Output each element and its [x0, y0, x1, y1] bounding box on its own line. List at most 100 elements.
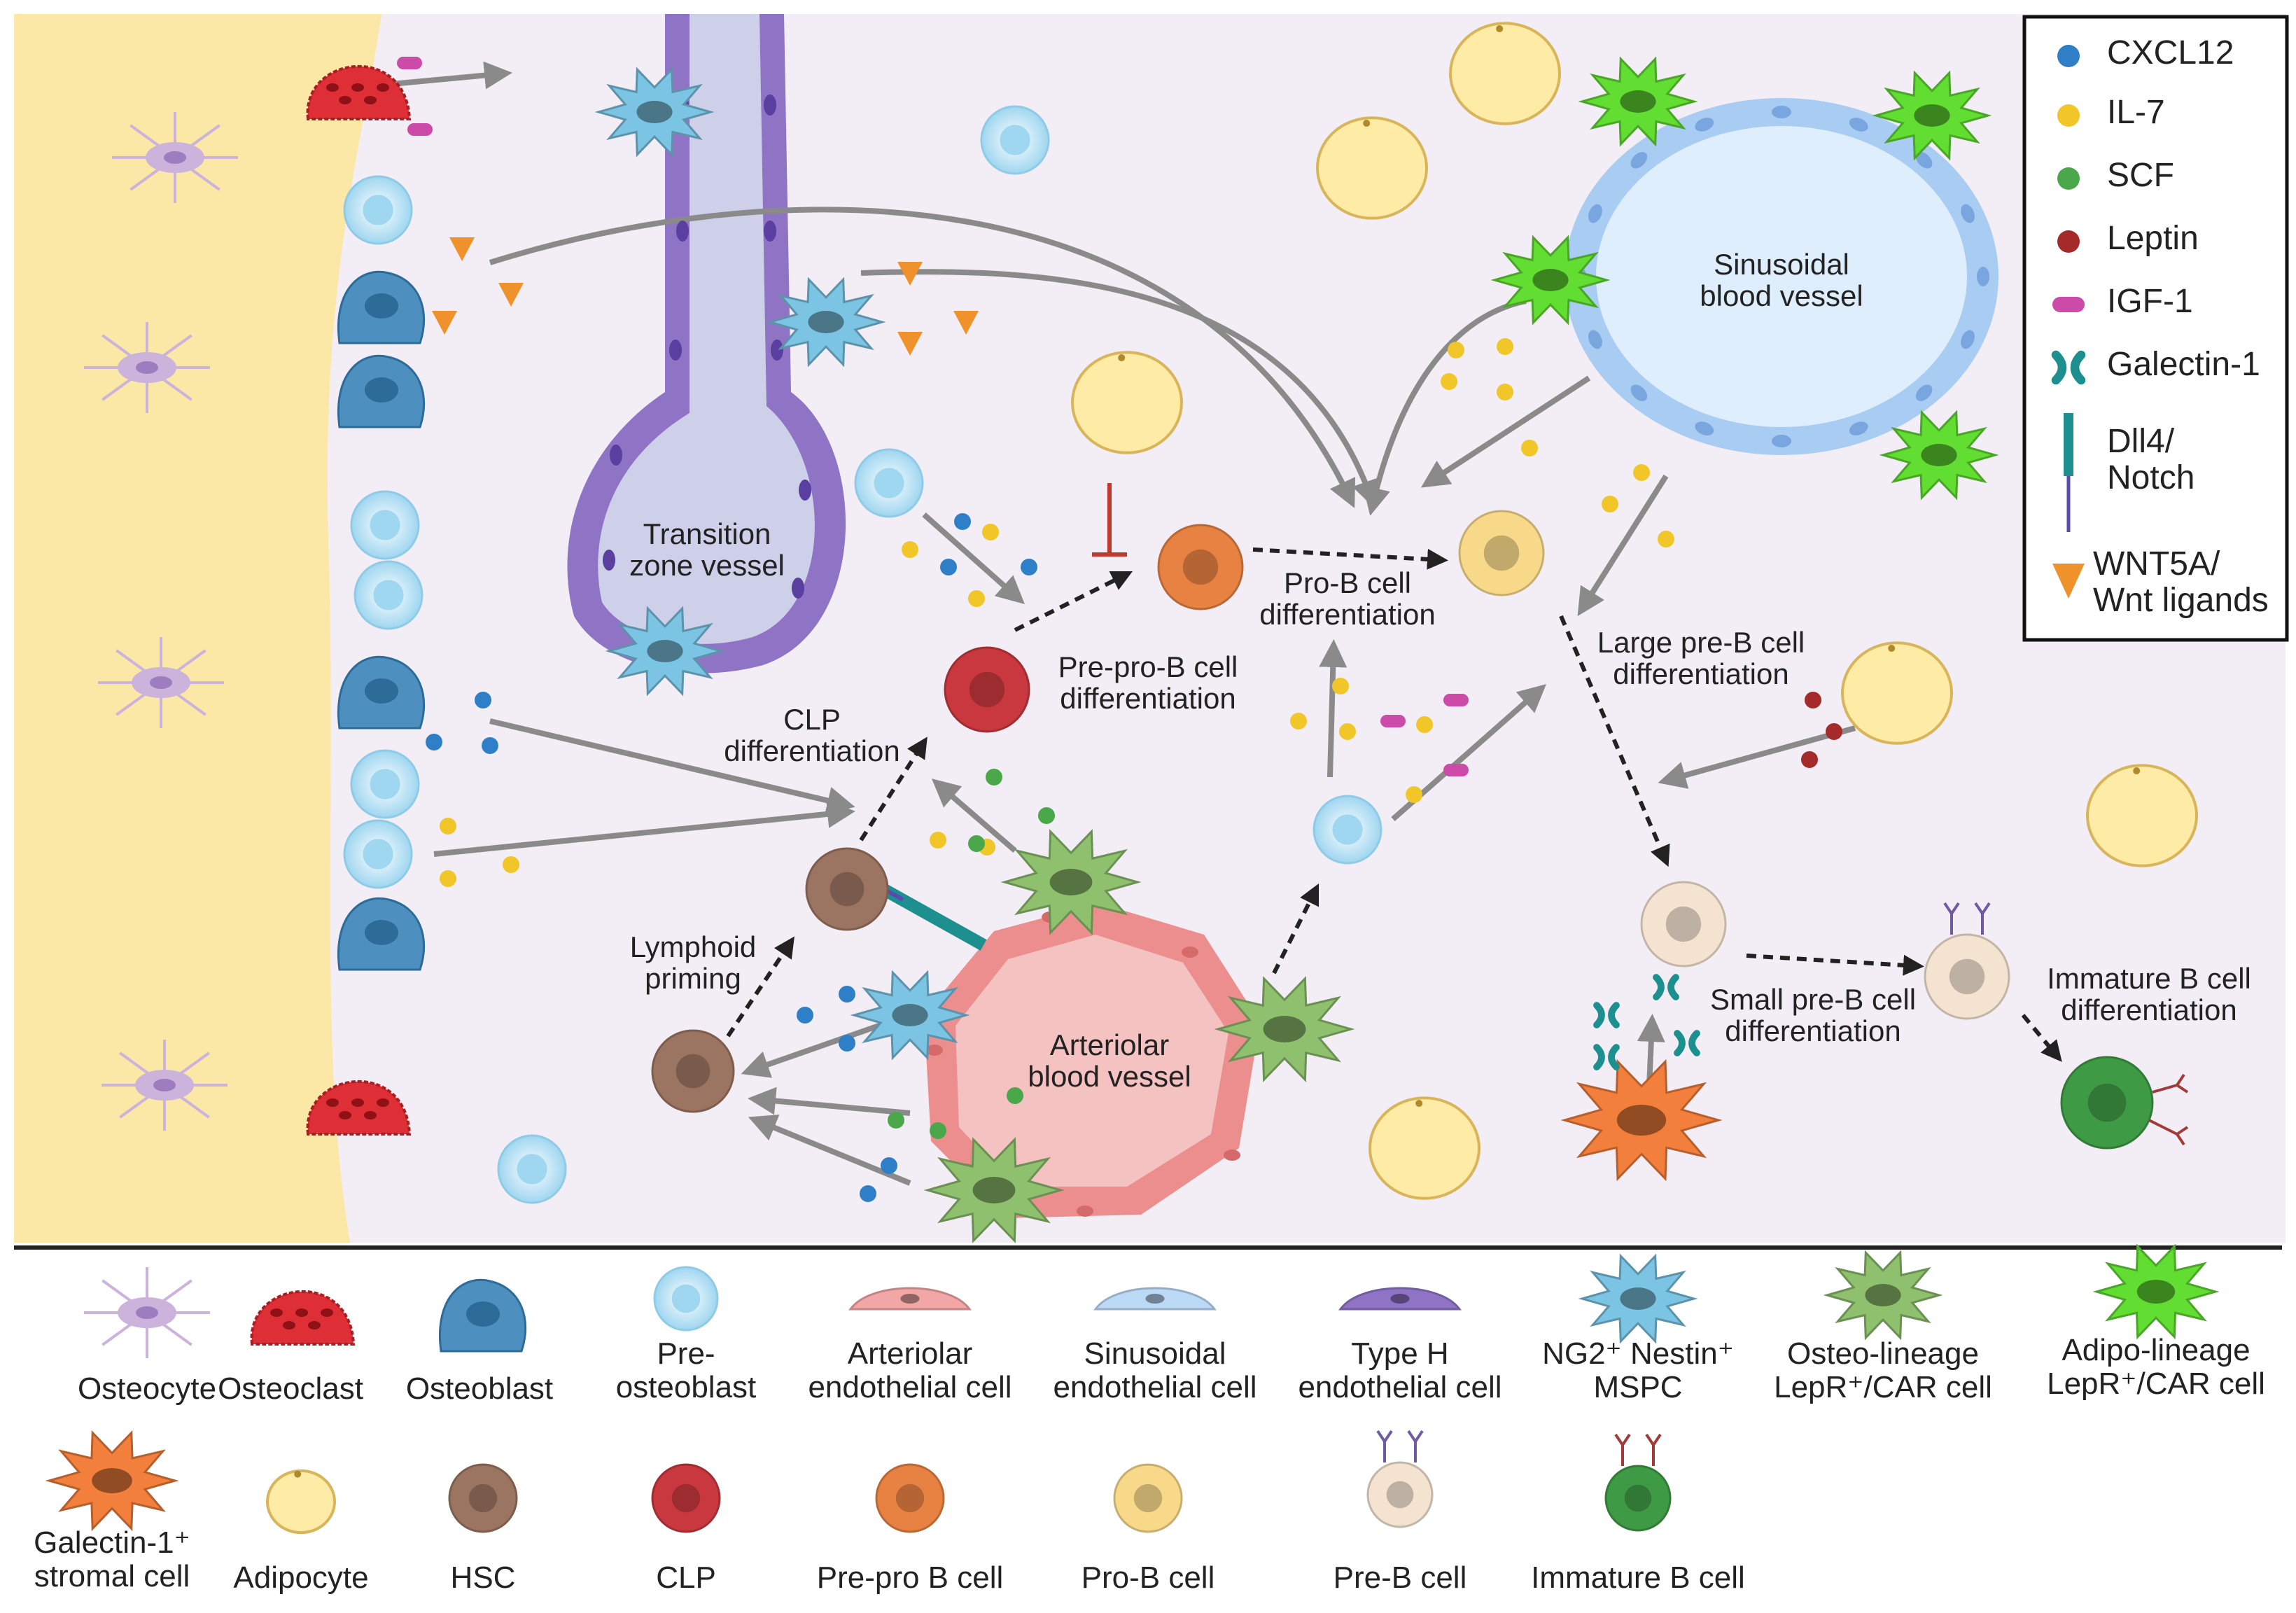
sinusoidal-endothelial-nucleus-0 — [1977, 267, 1989, 286]
adipocyte-1 — [1316, 116, 1428, 220]
signal-dot-7 — [839, 986, 855, 1003]
legend-label-dll4-notch: Dll4/ Notch — [2107, 423, 2195, 496]
transition-zone-vessel-label: Transition zone vessel — [629, 517, 785, 582]
pre-osteoblast-0 — [343, 175, 413, 245]
key-icon-clp — [651, 1463, 721, 1533]
key-icon-hsc — [448, 1463, 518, 1533]
signal-dot-23 — [1406, 786, 1422, 803]
osteo-car-cell-1 — [1214, 976, 1355, 1082]
key-icon-arteriolar-endothelial — [848, 1287, 972, 1311]
clp-cell — [944, 646, 1030, 733]
key-label-adipocyte: Adipocyte — [233, 1560, 369, 1595]
signal-dot-27 — [1497, 384, 1513, 400]
key-icon-immature-b — [1604, 1433, 1672, 1532]
sinusoidal-endothelial-nucleus-3 — [1849, 421, 1868, 436]
sinusoidal-endothelial-nucleus-12 — [1772, 106, 1791, 118]
large-pre-b-differentiation-label: Large pre-B cell differentiation — [1597, 626, 1805, 691]
key-icon-pro-b — [1113, 1463, 1183, 1533]
mspc-cell-0 — [594, 67, 715, 158]
sinusoidal-endothelial-nucleus-9 — [1588, 204, 1602, 223]
signal-dot-24 — [1448, 342, 1464, 358]
wnt-ligand-2 — [432, 311, 457, 335]
type-h-nucleus-4 — [764, 221, 776, 242]
signal-dot-19 — [1332, 678, 1349, 694]
adipo-car-cell-3 — [1879, 410, 1999, 501]
sinusoidal-endothelial-nucleus-7 — [1588, 330, 1602, 349]
signal-dot-17 — [930, 832, 946, 849]
wnt-ligand-1 — [498, 283, 524, 307]
pre-osteoblast-4 — [343, 819, 413, 889]
osteoblast-3 — [337, 897, 426, 971]
signal-dot-36 — [888, 1112, 904, 1129]
adipocyte-2 — [1071, 351, 1183, 454]
signal-dot-1 — [426, 734, 442, 750]
signal-dot-29 — [1633, 464, 1650, 481]
key-label-adipo-lineage-car: Adipo-lineage LepR⁺/CAR cell — [2047, 1333, 2265, 1401]
key-icon-osteoblast — [439, 1278, 527, 1353]
pre-osteoblast-8 — [1312, 795, 1382, 865]
legend-icon-il7 — [2057, 104, 2080, 127]
signal-dot-20 — [1290, 713, 1307, 729]
type-h-nucleus-7 — [603, 550, 615, 571]
adipo-car-cell-1 — [1872, 70, 1992, 161]
mspc-cell-3 — [850, 970, 970, 1061]
arteriolar-nucleus-1 — [1182, 947, 1198, 958]
key-icon-osteo-car — [1823, 1250, 1943, 1341]
large-pre-b-cell — [1640, 881, 1727, 968]
mspc-cell-2 — [605, 606, 725, 697]
sinusoidal-endothelial-nucleus-10 — [1630, 152, 1648, 169]
signal-dot-15 — [503, 856, 519, 873]
type-h-nucleus-5 — [771, 340, 783, 361]
sinusoidal-endothelial-nucleus-6 — [1630, 384, 1648, 401]
mspc-cell-1 — [766, 277, 886, 368]
signal-dot-13 — [968, 590, 985, 607]
arteriolar-nucleus-3 — [1224, 1150, 1240, 1161]
key-label-pre-pro-b: Pre-pro B cell — [816, 1560, 1004, 1595]
lymphoid-priming-label: Lymphoid priming — [629, 930, 757, 996]
legend-icon-leptin — [2057, 230, 2080, 253]
signal-dot-9 — [881, 1157, 897, 1174]
signal-dot-37 — [930, 1122, 946, 1139]
key-icon-sinusoidal-endothelial — [1093, 1287, 1217, 1311]
signal-dot-31 — [1658, 531, 1674, 547]
osteoclast-bottom — [306, 1080, 412, 1136]
pre-pro-b-differentiation-label: Pre-pro-B cell differentiation — [1058, 650, 1238, 715]
signal-dot-26 — [1441, 373, 1457, 390]
pro-b-differentiation-label: Pro-B cell differentiation — [1259, 566, 1436, 631]
signal-dot-21 — [1339, 723, 1356, 740]
signal-dot-8 — [839, 1035, 855, 1052]
arteriolar-nucleus-6 — [926, 1045, 943, 1056]
galectin-molecule-1 — [1653, 974, 1679, 1000]
wnt-ligand-5 — [897, 332, 923, 356]
signal-dot-11 — [982, 524, 999, 540]
sinusoidal-endothelial-nucleus-14 — [1915, 152, 1933, 169]
wnt-ligand-3 — [897, 262, 923, 286]
key-label-osteoblast: Osteoblast — [405, 1371, 554, 1406]
key-label-type-h-endothelial: Type H endothelial cell — [1298, 1336, 1502, 1404]
legend-icon-galectin1 — [2051, 350, 2086, 385]
pre-osteoblast-7 — [854, 448, 924, 518]
igf1-molecule-4 — [1443, 764, 1469, 776]
igf1-molecule-3 — [1443, 694, 1469, 706]
signal-arrows — [391, 61, 1856, 1186]
type-h-nucleus-9 — [792, 578, 804, 599]
type-h-nucleus-6 — [610, 445, 622, 466]
legend-icon-igf1 — [2052, 297, 2085, 312]
signal-dot-38 — [1805, 692, 1821, 708]
signal-dot-3 — [954, 513, 971, 530]
pre-osteoblast-3 — [350, 749, 420, 819]
galectin-molecule-0 — [1593, 1002, 1620, 1028]
adipocyte-4 — [2086, 764, 2198, 867]
legend-icon-cxcl12 — [2057, 45, 2080, 67]
key-icon-mspc — [1578, 1253, 1698, 1344]
key-icon-osteoclast — [250, 1290, 356, 1346]
key-icon-pre-osteoblast — [653, 1266, 719, 1332]
key-icon-pre-b — [1366, 1430, 1434, 1528]
pre-osteoblast-2 — [354, 560, 424, 630]
key-label-immature-b: Immature B cell — [1531, 1560, 1745, 1595]
signal-dot-16 — [440, 870, 456, 887]
type-h-nucleus-2 — [669, 340, 682, 361]
osteocyte-2 — [98, 637, 224, 728]
arteriolar-vessel-label: Arteriolar blood vessel — [1028, 1028, 1191, 1094]
